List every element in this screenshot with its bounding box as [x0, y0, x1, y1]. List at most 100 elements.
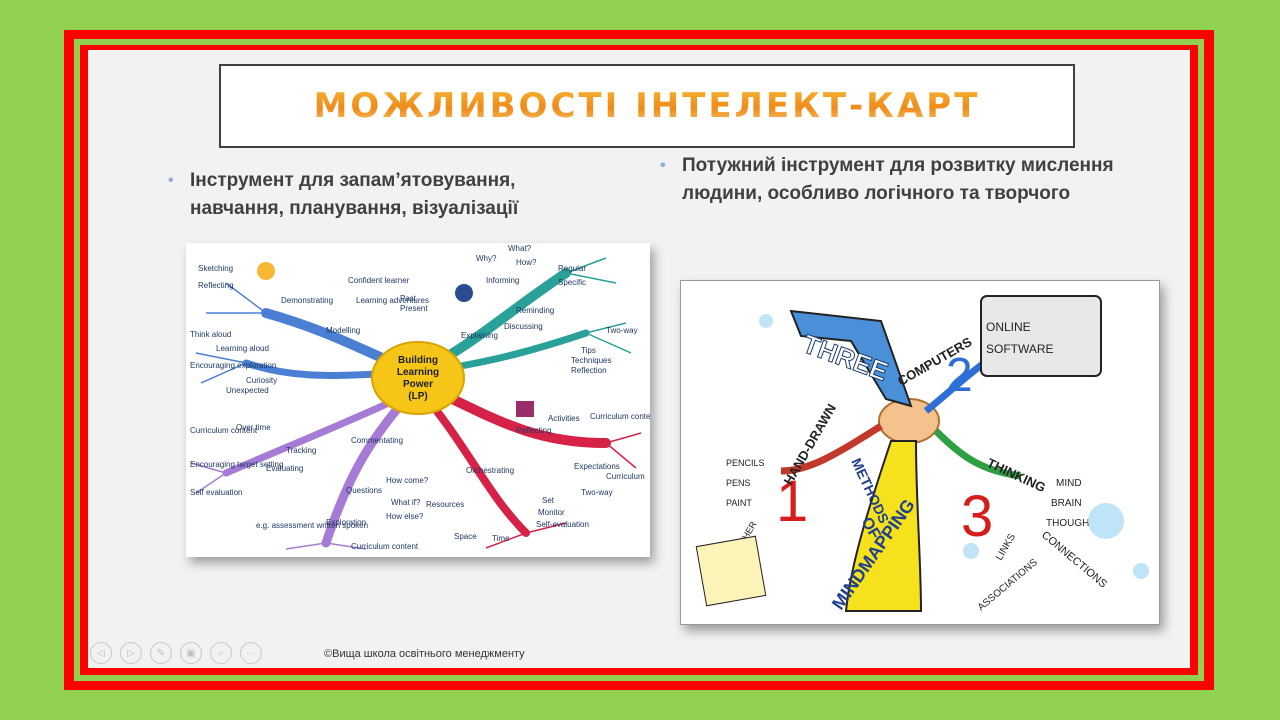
branch-hand-drawn: HAND-DRAWN [781, 401, 839, 487]
leaf-label: Curriculum content LP [590, 412, 650, 421]
branch-label: Explaining [461, 331, 498, 340]
leaf-label: Reflecting [198, 281, 234, 290]
mind-map-image-right: THREE METHODS OF MINDMAPPING 1 2 3 HAND-… [680, 280, 1160, 625]
branch-label: Informing [486, 276, 519, 285]
leaf-label: Resources [426, 500, 464, 509]
sub-thoughts: THOUGHTS [1046, 518, 1102, 529]
leaf-label: e.g. assessment written spoken [256, 521, 368, 530]
slides-view-button[interactable]: ▣ [180, 642, 202, 664]
leaf-label: Techniques [571, 356, 611, 365]
prev-slide-button[interactable]: ◁ [90, 642, 112, 664]
sub-associations: ASSOCIATIONS [976, 557, 1040, 613]
number-1: 1 [776, 469, 808, 534]
mind-map-image-left: Building Learning Power (LP) Modelling L… [186, 243, 650, 557]
left-center-line-4: (LP) [408, 391, 427, 402]
leaf-label: Self-evaluation [536, 520, 589, 529]
number-2: 2 [946, 349, 973, 402]
leaf-label: Over time [236, 423, 271, 432]
leaf-label: Think aloud [190, 330, 231, 339]
sub-pens: PENS [726, 478, 751, 488]
leaf-label: Curriculum [606, 472, 645, 481]
left-center-line-1: Building [398, 355, 438, 366]
branch-label: Questions [346, 486, 382, 495]
zoom-button[interactable]: ⌕ [210, 642, 232, 664]
leaf-label: Monitor [538, 508, 565, 517]
cloud-icon [759, 314, 773, 328]
leaf-label: Two-way [581, 488, 613, 497]
branch-label: Tracking [286, 446, 316, 455]
leaf-label: Specific [558, 278, 586, 287]
branch-label: Demonstrating [281, 296, 333, 305]
sub-connections: CONNECTIONS [1039, 529, 1109, 590]
leaf-label: Exploration [326, 518, 366, 527]
branch-label: Learning aloud [216, 344, 269, 353]
leaf-label: Two-way [606, 326, 638, 335]
sub-brain: BRAIN [1051, 498, 1082, 509]
bullet-right: • Потужний інструмент для розвитку мисле… [660, 152, 1160, 208]
cloud-icon [1088, 503, 1124, 539]
info-icon [455, 284, 473, 302]
leaf-label: Regular [558, 264, 586, 273]
branch-label: Reflecting [516, 426, 552, 435]
leaf-label: Activities [548, 414, 580, 423]
leaf-label: How come? [386, 476, 429, 485]
leaf-label: Reflection [571, 366, 607, 375]
number-3: 3 [961, 484, 993, 549]
leaf-label: What? [508, 244, 532, 253]
branch-thinking: THINKING [985, 455, 1048, 495]
leaf-label: Tips [581, 346, 596, 355]
bullet-right-text: Потужний інструмент для розвитку мисленн… [682, 155, 1114, 204]
bullet-dot: • [168, 172, 174, 189]
footer-copyright: ©Вища школа освітнього менеджменту [324, 648, 525, 660]
title-box: МОЖЛИВОСТІ ІНТЕЛЕКТ-КАРТ [219, 64, 1075, 148]
sub-paint: PAINT [726, 498, 752, 508]
leaf-label: Expectations [574, 462, 620, 471]
sub-pencils: PENCILS [726, 458, 765, 468]
cloud-icon [1133, 563, 1149, 579]
more-options-button[interactable]: ··· [240, 642, 262, 664]
leaf-label: Past [400, 294, 417, 303]
leaf-label: Self evaluation [190, 488, 242, 497]
leaf-label: Curriculum content [190, 426, 258, 435]
next-slide-button[interactable]: ▷ [120, 642, 142, 664]
leaf-label: Why? [476, 254, 497, 263]
leaf-label: What if? [391, 498, 421, 507]
pictogram-icon [257, 262, 275, 280]
leaf-label: Confident learner [348, 276, 410, 285]
leaf-label: Curriculum content [351, 542, 419, 551]
sub-mind: MIND [1056, 478, 1082, 489]
leaf-label: How? [516, 258, 537, 267]
left-center-line-3: Power [403, 379, 433, 390]
cloud-icon [963, 543, 979, 559]
bullet-dot: • [660, 157, 666, 174]
pictogram-icon [516, 401, 534, 417]
leaf-label: Set [542, 496, 555, 505]
presentation-controls: ◁ ▷ ✎ ▣ ⌕ ··· [90, 642, 262, 664]
left-map-svg: Building Learning Power (LP) Modelling L… [190, 244, 650, 551]
left-center-line-2: Learning [397, 367, 439, 378]
branch-label: Reminding [516, 306, 554, 315]
leaf-label: Learning adventures [356, 296, 429, 305]
branch-label: Evaluating [266, 464, 303, 473]
branch-label: Modelling [326, 326, 360, 335]
bullet-left-text: Інструмент для запам’ятовування, навчанн… [190, 170, 519, 219]
branch-label: Commentating [351, 436, 403, 445]
monitor-icon [980, 295, 1102, 377]
slide-title: МОЖЛИВОСТІ ІНТЕЛЕКТ-КАРТ [313, 86, 981, 126]
leaf-label: Curiosity [246, 376, 277, 385]
leaf-label: Discussing [504, 322, 543, 331]
leaf-label: Unexpected [226, 386, 269, 395]
note-icon [695, 535, 767, 607]
branch-label: Orchestrating [466, 466, 514, 475]
pen-tool-button[interactable]: ✎ [150, 642, 172, 664]
leaf-label: Present [400, 304, 428, 313]
sub-software: SOFTWARE [986, 342, 1054, 356]
sub-online: ONLINE [986, 320, 1031, 334]
leaf-label: Encouraging exploration [190, 361, 276, 370]
leaf-label: How else? [386, 512, 424, 521]
bullet-left: • Інструмент для запам’ятовування, навча… [168, 167, 588, 223]
leaf-label: Space [454, 532, 477, 541]
slide: МОЖЛИВОСТІ ІНТЕЛЕКТ-КАРТ • Інструмент дл… [88, 50, 1190, 668]
leaf-label: Encouraging target setting [190, 460, 283, 469]
right-map-svg: THREE METHODS OF MINDMAPPING 1 2 3 HAND-… [695, 295, 1149, 613]
